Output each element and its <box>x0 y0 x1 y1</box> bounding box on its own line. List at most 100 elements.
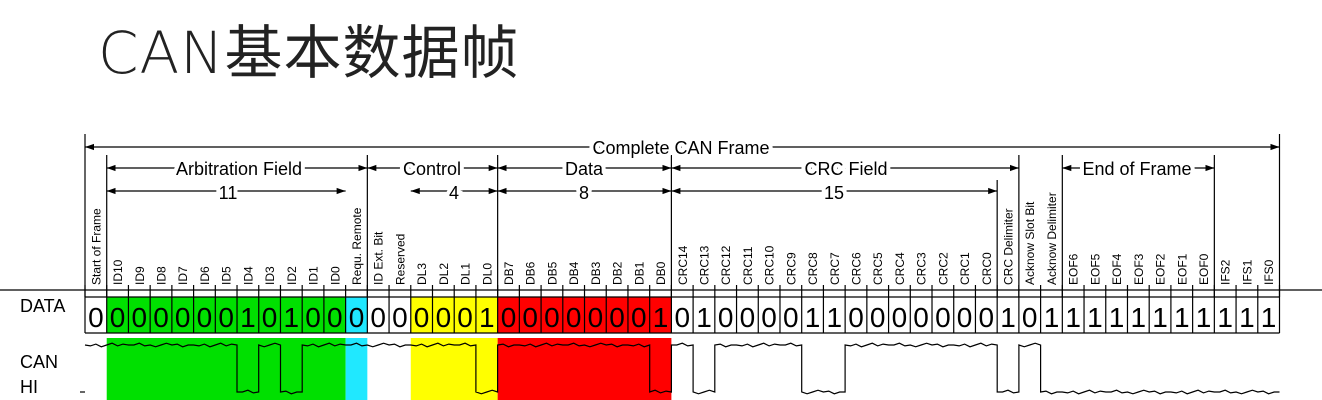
bit-name-crc13: CRC13 <box>698 245 712 285</box>
bit-name-crc9: CRC9 <box>784 252 798 285</box>
bit-name-db5: DB5 <box>545 261 559 285</box>
bit-value-start-of-frame: 0 <box>88 302 104 333</box>
bit-name-dl0: DL0 <box>480 263 494 285</box>
bit-name-id5: ID5 <box>220 266 234 285</box>
can-hi-row-label-line1: CAN <box>20 352 58 372</box>
remote-wave-band <box>345 338 368 400</box>
bit-value-dl2: 0 <box>436 302 452 333</box>
bit-name-ifs2: IFS2 <box>1219 259 1233 285</box>
bit-value-dl1: 0 <box>457 302 473 333</box>
bit-name-crc2: CRC2 <box>936 252 950 285</box>
bit-value-id10: 0 <box>110 302 126 333</box>
bit-value-crc1: 0 <box>957 302 973 333</box>
bit-value-requ-remote: 0 <box>349 302 365 333</box>
bit-value-db2: 0 <box>609 302 625 333</box>
bit-name-crc0: CRC0 <box>980 252 994 285</box>
complete-frame-label: Complete CAN Frame <box>592 138 769 158</box>
control-field-label: Control <box>403 159 461 179</box>
bit-value-crc12: 0 <box>718 302 734 333</box>
bit-name-crc14: CRC14 <box>676 245 690 285</box>
bit-name-crc1: CRC1 <box>958 252 972 285</box>
bit-value-id1: 0 <box>305 302 321 333</box>
bit-value-id8: 0 <box>153 302 169 333</box>
bit-value-crc8: 1 <box>805 302 821 333</box>
bit-name-id6: ID6 <box>198 266 212 285</box>
arbitration-bit-count: 11 <box>219 183 238 203</box>
bit-value-id4: 1 <box>240 302 256 333</box>
bit-value-id7: 0 <box>175 302 191 333</box>
bit-value-id6: 0 <box>197 302 213 333</box>
arbitration-field-label: Arbitration Field <box>176 159 302 179</box>
bit-name-id3: ID3 <box>263 266 277 285</box>
bit-name-ifs0: IFS0 <box>1262 259 1276 285</box>
bit-name-db3: DB3 <box>589 261 603 285</box>
bit-value-crc11: 0 <box>740 302 756 333</box>
bit-value-db4: 0 <box>566 302 582 333</box>
control-wave-band <box>410 338 498 400</box>
can-hi-waveform <box>80 342 1280 395</box>
bit-value-crc4: 0 <box>892 302 908 333</box>
bit-name-db2: DB2 <box>611 261 625 285</box>
bit-name-eof5: EOF5 <box>1088 253 1102 285</box>
bit-name-db7: DB7 <box>502 261 516 285</box>
data-bit-count: 8 <box>579 183 589 203</box>
bit-value-db6: 0 <box>522 302 538 333</box>
bit-value-reserved: 0 <box>392 302 408 333</box>
bit-name-db6: DB6 <box>524 261 538 285</box>
bit-value-crc0: 0 <box>979 302 995 333</box>
bit-name-crc8: CRC8 <box>806 252 820 285</box>
bit-value-crc10: 0 <box>761 302 777 333</box>
bit-value-db3: 0 <box>588 302 604 333</box>
bit-value-id9: 0 <box>132 302 148 333</box>
bit-name-dl3: DL3 <box>415 263 429 285</box>
data-wave-band <box>497 338 672 400</box>
bit-name-crc12: CRC12 <box>719 245 733 285</box>
bit-value-crc9: 0 <box>783 302 799 333</box>
bit-name-crc11: CRC11 <box>741 246 755 285</box>
bit-value-crc-delimiter: 1 <box>1000 302 1016 333</box>
bit-value-crc3: 0 <box>913 302 929 333</box>
bit-name-eof4: EOF4 <box>1110 253 1124 285</box>
bit-value-dl0: 1 <box>479 302 495 333</box>
bit-name-requ-remote: Requ. Remote <box>350 207 364 285</box>
remote-data-band <box>345 297 368 333</box>
bit-value-acknow-slot-bit: 0 <box>1022 302 1038 333</box>
page-title: CAN基本数据帧 <box>98 19 520 87</box>
bit-name-crc-delimiter: CRC Delimiter <box>1002 208 1016 285</box>
bracket-lines <box>0 134 1322 334</box>
bit-name-eof6: EOF6 <box>1067 253 1081 285</box>
bit-name-dl1: DL1 <box>459 263 473 285</box>
bit-value-db0: 1 <box>653 302 669 333</box>
bit-value-id-ext-bit: 0 <box>370 302 386 333</box>
bit-value-eof0: 1 <box>1196 302 1212 333</box>
control-bit-count: 4 <box>449 183 459 203</box>
bit-value-id5: 0 <box>218 302 234 333</box>
bit-value-crc14: 0 <box>675 302 691 333</box>
bit-name-id2: ID2 <box>285 266 299 285</box>
crc-bit-count: 15 <box>824 183 844 203</box>
bit-name-id10: ID10 <box>111 259 125 285</box>
bit-name-id0: ID0 <box>328 266 342 285</box>
bit-value-crc7: 1 <box>827 302 843 333</box>
bit-name-crc5: CRC5 <box>871 252 885 285</box>
bit-value-ifs0: 1 <box>1261 302 1277 333</box>
bit-value-id0: 0 <box>327 302 343 333</box>
bit-value-db1: 0 <box>631 302 647 333</box>
can-hi-signal-trace <box>84 342 1280 395</box>
bit-value-db5: 0 <box>544 302 560 333</box>
bit-name-eof0: EOF0 <box>1197 253 1211 285</box>
bit-value-ifs1: 1 <box>1239 302 1255 333</box>
bit-value-crc5: 0 <box>870 302 886 333</box>
bit-value-crc13: 1 <box>696 302 712 333</box>
bit-value-id2: 1 <box>284 302 300 333</box>
bit-value-db7: 0 <box>501 302 517 333</box>
bit-name-reserved: Reserved <box>393 234 407 285</box>
bit-name-start-of-frame: Start of Frame <box>89 208 103 285</box>
bit-name-id1: ID1 <box>307 266 321 285</box>
bit-value-dl3: 0 <box>414 302 430 333</box>
bit-name-crc3: CRC3 <box>915 252 929 285</box>
bit-name-ifs1: IFS1 <box>1240 259 1254 285</box>
bit-name-crc10: CRC10 <box>763 245 777 285</box>
